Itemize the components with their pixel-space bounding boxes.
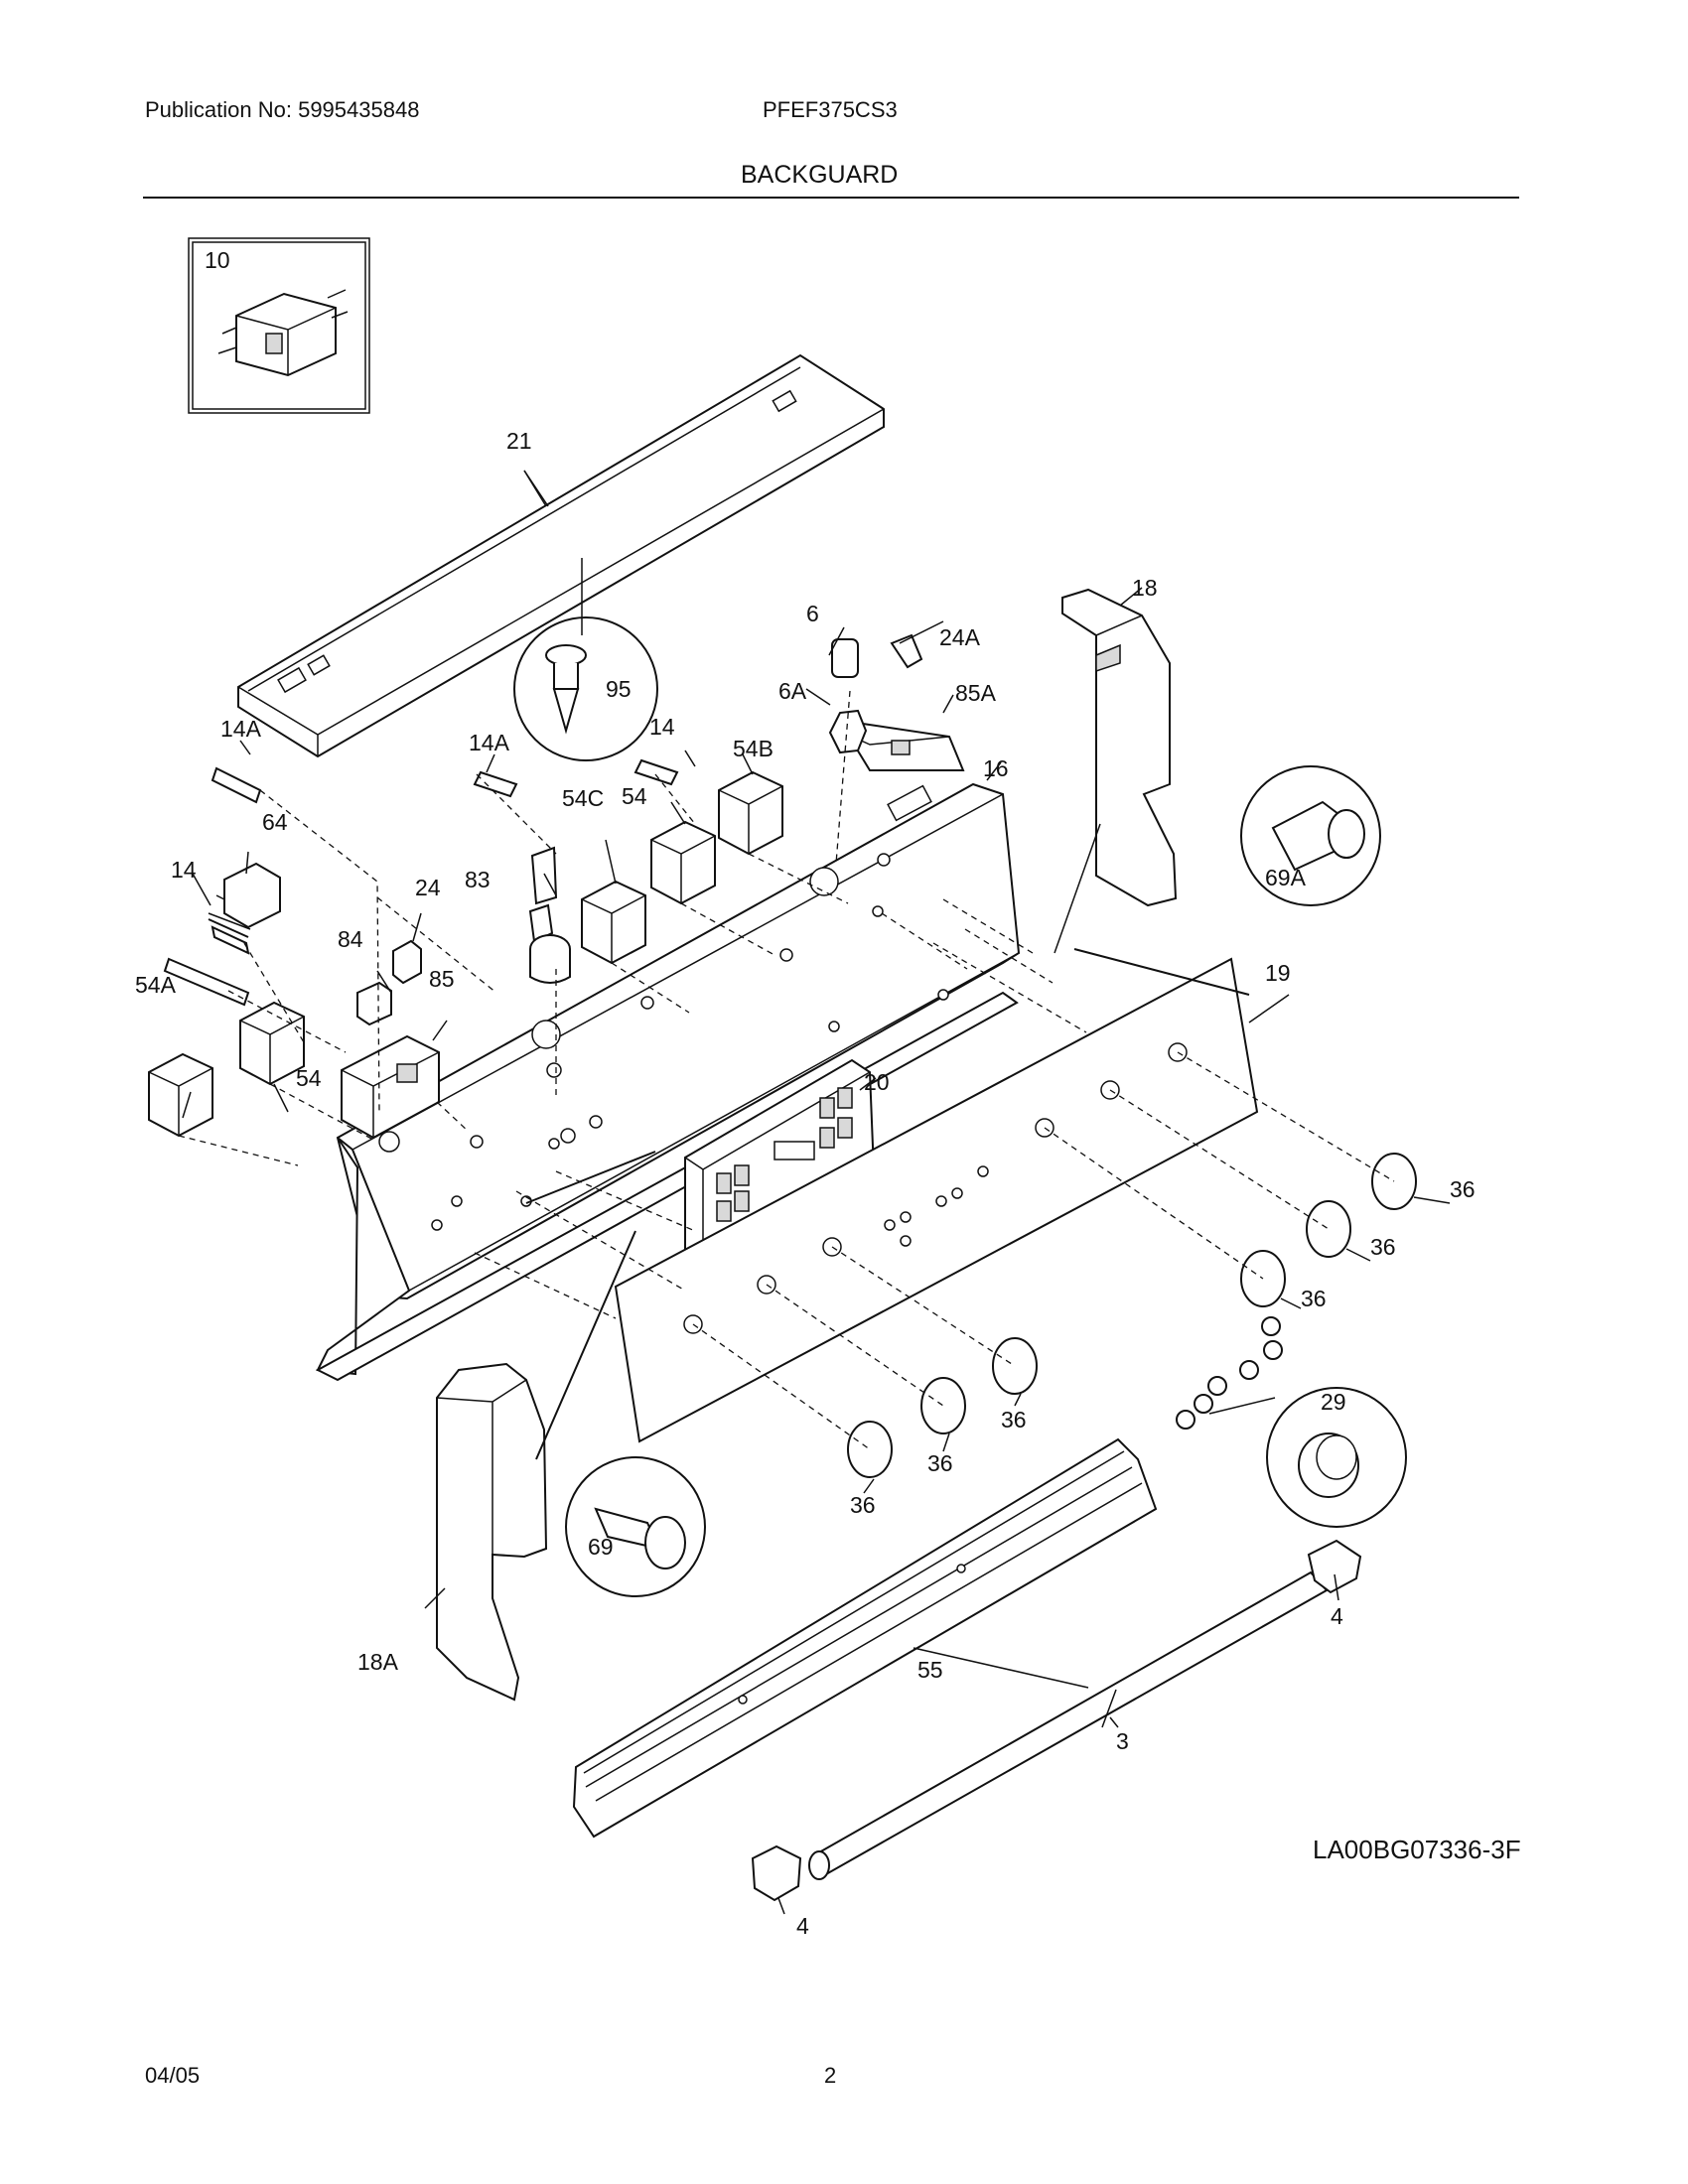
callout-36-a: 36: [1450, 1176, 1476, 1202]
callout-54C: 54C: [562, 785, 604, 811]
callout-18: 18: [1132, 575, 1158, 601]
part-55-rail: [572, 1437, 1158, 1839]
callout-4-left: 4: [796, 1913, 809, 1939]
header-rule: [143, 197, 1519, 199]
page-number: 2: [824, 2063, 837, 2088]
part-21-top-trim: [237, 353, 885, 758]
callout-16: 16: [983, 755, 1009, 781]
diagram-code: LA00BG07336-3F: [1313, 1835, 1521, 1864]
callout-54-center: 54: [622, 783, 647, 809]
callout-4-right: 4: [1331, 1603, 1343, 1629]
part-36-knobs: [847, 1153, 1417, 1478]
part-20-control-board: [684, 1058, 876, 1275]
part-components-left: [148, 766, 440, 1140]
part-29-inset: [1266, 1387, 1407, 1528]
callout-19: 19: [1265, 960, 1291, 986]
callout-labels: 10 21 18 18A 6 6A 24A 85A 16 14A 14A 14 …: [135, 247, 1476, 1939]
callout-14-center: 14: [649, 714, 675, 740]
callout-14A-left: 14A: [220, 716, 262, 742]
model-number: PFEF375CS3: [763, 97, 898, 122]
section-title: BACKGUARD: [741, 161, 899, 189]
callout-3: 3: [1116, 1728, 1129, 1754]
callout-85: 85: [429, 966, 455, 992]
callout-36-e: 36: [927, 1450, 953, 1476]
part-18A-end-cap: [436, 1362, 548, 1702]
callout-6A: 6A: [778, 678, 807, 704]
callout-85A: 85A: [955, 680, 997, 706]
publication-number: Publication No: 5995435848: [145, 97, 420, 122]
callout-64: 64: [262, 809, 288, 835]
callout-18A: 18A: [357, 1649, 399, 1675]
callout-36-d: 36: [1001, 1407, 1027, 1433]
part-69-inset: [565, 1456, 706, 1597]
callout-6: 6: [806, 601, 819, 626]
footer-date: 04/05: [145, 2063, 201, 2088]
callout-55: 55: [917, 1657, 943, 1683]
part-95-inset: [513, 616, 658, 761]
callout-54-left: 54: [296, 1065, 322, 1091]
callout-10: 10: [205, 247, 230, 273]
callout-83: 83: [465, 867, 491, 892]
callout-14-left: 14: [171, 857, 197, 883]
leader-lines: [178, 470, 1451, 1915]
part-18-end-cap: [1061, 588, 1178, 907]
callout-29: 29: [1321, 1389, 1346, 1415]
part-10-inset: [188, 237, 370, 414]
callout-69A: 69A: [1265, 865, 1307, 890]
part-69A-inset: [1240, 765, 1381, 906]
callout-36-b: 36: [1370, 1234, 1396, 1260]
callout-21: 21: [506, 428, 532, 454]
part-components-center: [473, 633, 965, 984]
callout-14A-center: 14A: [469, 730, 510, 755]
callout-54B: 54B: [733, 736, 774, 761]
part-small-grommets: [1176, 1316, 1283, 1430]
callout-84: 84: [338, 926, 363, 952]
callout-24: 24: [415, 875, 441, 900]
callout-54A: 54A: [135, 972, 177, 998]
callout-36-f: 36: [850, 1492, 876, 1518]
part-4-holders: [751, 1539, 1362, 1902]
callout-36-c: 36: [1301, 1286, 1327, 1311]
callout-95: 95: [606, 676, 632, 702]
callout-24A: 24A: [939, 624, 981, 650]
callout-20: 20: [864, 1069, 890, 1095]
callout-69: 69: [588, 1534, 614, 1560]
